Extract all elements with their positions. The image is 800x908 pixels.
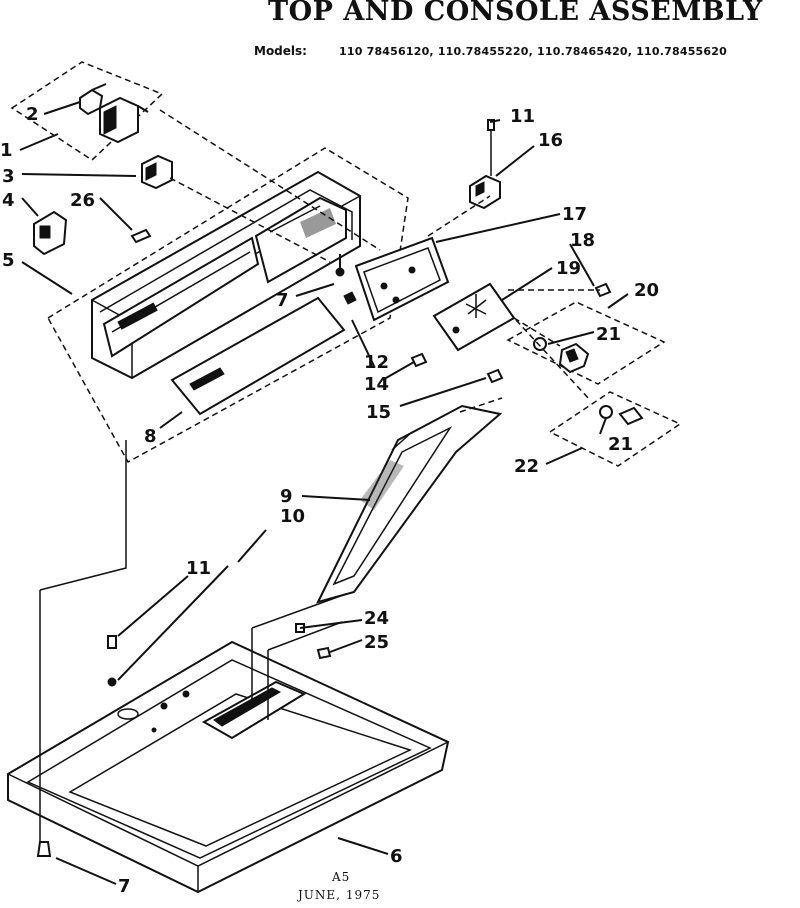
- models-label: Models:: [254, 44, 307, 58]
- part-4-terminal-block: [33, 210, 68, 256]
- part-18-screw: [594, 282, 612, 298]
- part-11-rod-end: [107, 677, 117, 687]
- part-20-lamp-socket: [558, 342, 590, 374]
- part-20-group-outline: [506, 301, 666, 385]
- callout-6: 6: [390, 846, 403, 867]
- part-21-bulb-upper: [533, 337, 547, 351]
- footer-code: A5: [332, 870, 351, 884]
- part-17-control-panel: [354, 236, 450, 322]
- page-title: TOP AND CONSOLE ASSEMBLY: [268, 0, 763, 27]
- callout-20: 20: [634, 280, 659, 301]
- part-25-nut: [316, 646, 332, 660]
- callout-21-upper: 21: [596, 324, 621, 345]
- guide-line-door: [251, 593, 347, 720]
- callout-7-upper: 7: [276, 290, 289, 311]
- part-15-screw: [486, 368, 504, 384]
- callout-7-lower: 7: [118, 876, 131, 897]
- part-6-top-panel: [7, 640, 450, 894]
- part-3-connector: [141, 154, 173, 190]
- callout-8: 8: [144, 426, 157, 447]
- callout-14: 14: [364, 374, 389, 395]
- callout-10: 10: [280, 506, 305, 527]
- callout-12: 12: [364, 352, 389, 373]
- part-1-group-outline: [10, 61, 164, 161]
- callout-24: 24: [364, 608, 389, 629]
- part-16-bracket: [469, 174, 501, 210]
- callout-26: 26: [70, 190, 95, 211]
- part-1-bracket: [99, 96, 149, 144]
- part-14-screw: [410, 352, 428, 368]
- callout-25: 25: [364, 632, 389, 653]
- callout-22: 22: [514, 456, 539, 477]
- callout-18: 18: [570, 230, 595, 251]
- callout-21-lower: 21: [608, 434, 633, 455]
- part-7-screw-bottom: [36, 841, 52, 857]
- guide-line-dashed: [159, 109, 600, 413]
- part-22-lamp-assembly: [599, 405, 644, 426]
- callout-11-upper: 11: [510, 106, 535, 127]
- part-10-hinge-rod: [117, 565, 229, 681]
- footer-date: JUNE, 1975: [298, 888, 381, 902]
- callout-leaders: [19, 101, 629, 885]
- part-19-switch-panel: [432, 282, 516, 352]
- part-8-trim-plate: [170, 296, 346, 416]
- callout-11-lower: 11: [186, 558, 211, 579]
- part-7-screw-head: [335, 267, 345, 277]
- callout-16: 16: [538, 130, 563, 151]
- callout-2: 2: [26, 104, 39, 125]
- part-26-clip: [130, 228, 152, 244]
- callout-9: 9: [280, 486, 293, 507]
- models-list: 110 78456120, 110.78455220, 110.78465420…: [339, 45, 727, 58]
- callout-4: 4: [2, 190, 15, 211]
- callout-19: 19: [556, 258, 581, 279]
- callout-17: 17: [562, 204, 587, 225]
- part-5-console-panel: [91, 170, 361, 380]
- callout-3: 3: [2, 166, 15, 187]
- callout-1: 1: [0, 140, 13, 161]
- guide-line-console: [39, 440, 127, 842]
- part-12-bushing: [343, 291, 357, 305]
- part-9-door-panel: [316, 404, 503, 604]
- callout-5: 5: [2, 250, 15, 271]
- part-11-screw-bottom: [107, 635, 117, 649]
- callout-15: 15: [366, 402, 391, 423]
